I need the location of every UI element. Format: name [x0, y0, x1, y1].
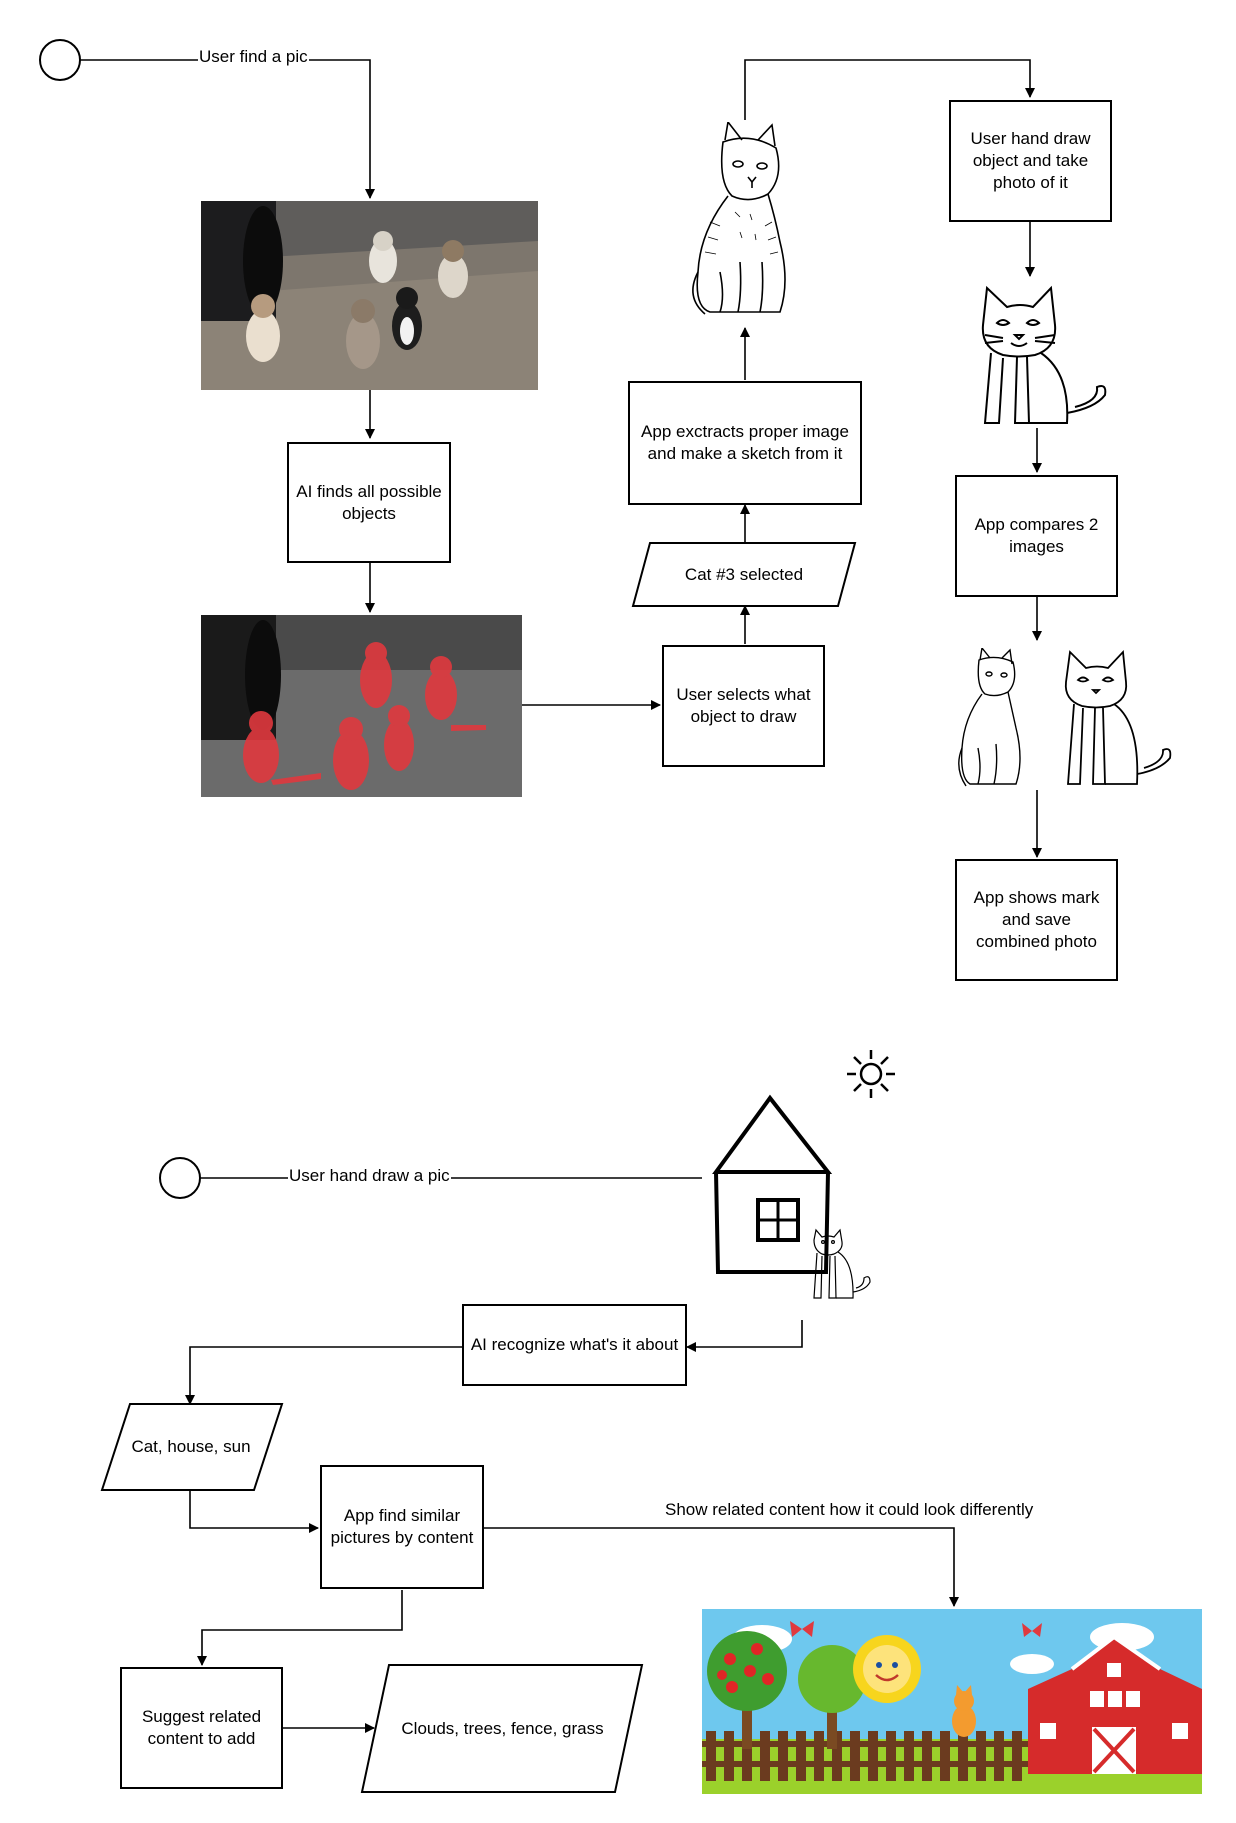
- connector-start-to-photo: [80, 59, 375, 199]
- start-circle-1: [39, 39, 81, 81]
- app-shows-mark-box: App shows mark and save combined photo: [955, 859, 1118, 981]
- green-tree: [798, 1645, 866, 1749]
- butterfly-2: [1022, 1623, 1042, 1637]
- cat3-selected-text: Cat #3 selected: [684, 564, 804, 584]
- user-selects-box: User selects what object to draw: [662, 645, 825, 767]
- butterfly-1: [790, 1621, 814, 1637]
- edge-label-show-related: Show related content how it could look d…: [664, 1500, 1035, 1520]
- comparison-pair-image: [952, 648, 1184, 790]
- sun-sketch: [845, 1048, 897, 1100]
- red-barn: [1028, 1634, 1202, 1774]
- segmentation-masks: [243, 642, 486, 790]
- connector-ai-recognize-to-objects: [185, 1346, 462, 1405]
- suggest-related-box: Suggest related content to add: [120, 1667, 283, 1789]
- photo-cats: [246, 231, 468, 369]
- recognized-objects-shape: [100, 1403, 284, 1491]
- suggested-items-text: Clouds, trees, fence, grass: [401, 1718, 604, 1738]
- cat-sketch-small: [958, 648, 1021, 787]
- apple-tree: [707, 1631, 787, 1749]
- cartoon-cat-drawing: [975, 283, 1110, 428]
- cat3-selected-shape: [631, 542, 857, 607]
- orange-cat: [952, 1685, 976, 1737]
- connector-sketch-to-handdraw: [744, 59, 1035, 120]
- fence: [702, 1731, 1032, 1781]
- user-hand-draw-object-box: User hand draw object and take photo of …: [949, 100, 1112, 222]
- connector-app-find-to-illustration: [484, 1527, 959, 1607]
- sun-flower: [853, 1635, 921, 1703]
- cat-drawing-small: [1064, 649, 1172, 785]
- house-sketch: [702, 1090, 882, 1320]
- connector-objects-to-app-find: [189, 1490, 319, 1533]
- app-extracts-box: App exctracts proper image and make a sk…: [628, 381, 862, 505]
- start-circle-2: [159, 1157, 201, 1199]
- connector-app-find-to-suggest: [197, 1590, 403, 1666]
- segmented-cats-photo: [201, 615, 522, 797]
- edge-label-user-find-pic: User find a pic: [198, 47, 309, 67]
- street-cats-photo: [201, 201, 538, 390]
- suggested-items-shape: [360, 1664, 644, 1793]
- app-compares-box: App compares 2 images: [955, 475, 1118, 597]
- cat-sketch: [680, 122, 810, 322]
- ai-recognize-box: AI recognize what's it about: [462, 1304, 687, 1386]
- app-find-similar-box: App find similar pictures by content: [320, 1465, 484, 1589]
- edge-label-user-hand-draw: User hand draw a pic: [288, 1166, 451, 1186]
- cartoon-farm-illustration: [702, 1609, 1202, 1794]
- ai-finds-objects-box: AI finds all possible objects: [287, 442, 451, 563]
- recognized-objects-text: Cat, house, sun: [131, 1437, 251, 1456]
- connector-drawing-to-ai-recognize: [686, 1320, 803, 1352]
- cat-sketch-tiny: [813, 1228, 871, 1299]
